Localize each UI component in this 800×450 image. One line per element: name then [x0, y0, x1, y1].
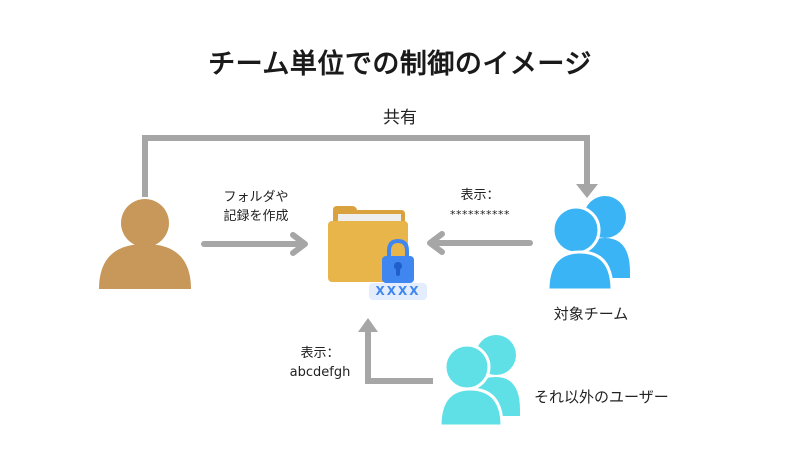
target-team-label: 対象チーム	[553, 305, 629, 323]
create-arrowhead	[290, 232, 308, 256]
share-label: 共有	[383, 108, 417, 128]
team-view-label-line2: **********	[450, 208, 510, 221]
target-team-icon	[546, 196, 630, 292]
others-view-arrowhead	[358, 318, 378, 332]
creator-person-icon	[99, 199, 191, 289]
others-view-label-line1: 表示：	[300, 346, 340, 361]
others-view-label-line2: abcdefgh	[289, 365, 351, 380]
other-users-label: それ以外のユーザー	[534, 388, 669, 406]
share-arrow	[142, 135, 590, 197]
lock-icon	[382, 238, 414, 283]
others-view-arrow	[365, 330, 433, 384]
team-view-label: 表示： **********	[430, 186, 530, 224]
share-arrowhead	[576, 184, 598, 198]
password-mask-badge	[369, 283, 427, 300]
create-label-line1: フォルダや	[223, 190, 289, 205]
password-mask-text: XXXX	[375, 284, 421, 298]
other-users-icon	[438, 335, 520, 428]
create-label: フォルダや 記録を作成	[206, 188, 306, 226]
team-view-arrowhead	[427, 231, 445, 255]
create-label-line2: 記録を作成	[223, 209, 289, 224]
team-view-label-line1: 表示：	[460, 188, 500, 203]
diagram-title: チーム単位での制御のイメージ	[208, 49, 592, 80]
others-view-label: 表示： abcdefgh	[270, 344, 370, 382]
